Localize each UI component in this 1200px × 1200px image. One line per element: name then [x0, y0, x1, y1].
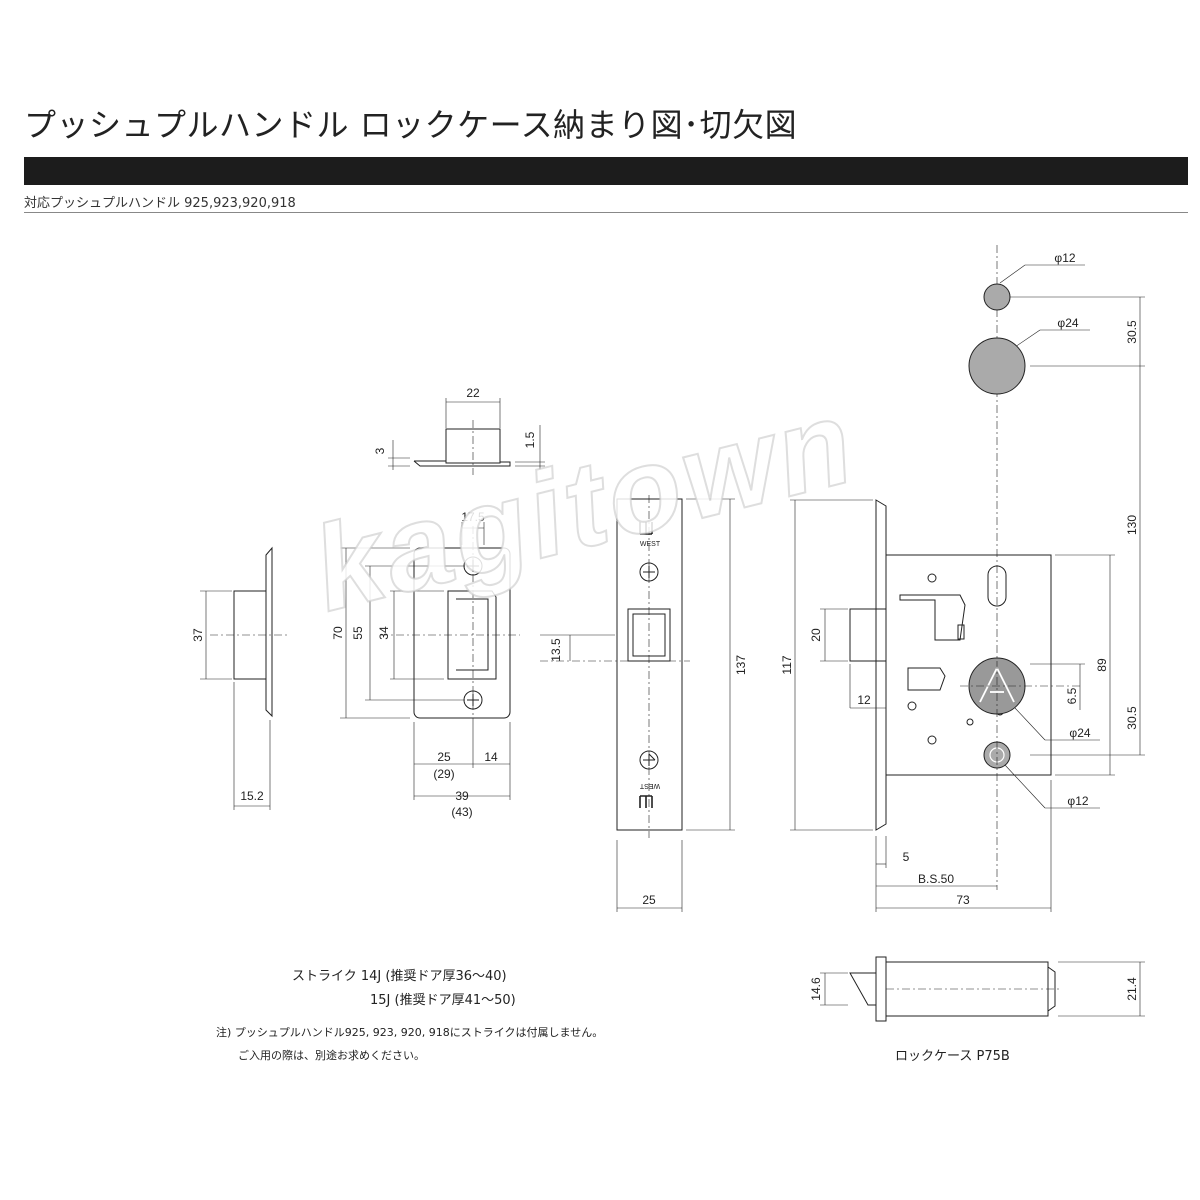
dim-strike-1-5: 1.5 [523, 431, 537, 448]
lockcase-label: ロックケース P75B [895, 1049, 1010, 1064]
dim-strike-3: 3 [373, 447, 387, 454]
dim-case-6-5: 6.5 [1065, 687, 1079, 704]
dim-strike-34: 34 [377, 626, 391, 640]
dim-strike-39: 39 [455, 789, 469, 803]
brand-label-top: WEST [640, 541, 661, 548]
page-title: プッシュプルハンドル ロックケース納まり図･切欠図 [24, 106, 798, 144]
dim-strike-55: 55 [351, 626, 365, 640]
dim-case-130: 130 [1125, 515, 1139, 535]
dim-face-25: 25 [642, 893, 656, 907]
page-subtitle: 対応プッシュプルハンドル 925,923,920,918 [24, 196, 296, 211]
lock-faceplate [540, 495, 735, 912]
dim-case-phi24-top: φ24 [1057, 316, 1078, 330]
footnote-line1: 注) プッシュプルハンドル925, 923, 920, 918にストライクは付属… [216, 1026, 604, 1039]
dim-case-30-5-bot: 30.5 [1125, 706, 1139, 730]
dim-case-phi12-bot: φ12 [1067, 794, 1088, 808]
dim-case-117: 117 [780, 655, 794, 674]
dim-case-89: 89 [1095, 658, 1109, 672]
lockcase-side-view [820, 956, 1145, 1022]
strike-side-view [200, 546, 290, 810]
west-logo-bottom [639, 795, 653, 808]
dim-case-73: 73 [956, 893, 970, 907]
subtitle-rule [24, 212, 1188, 213]
dim-case-phi24-bot: φ24 [1069, 726, 1090, 740]
dim-side-14-6: 14.6 [809, 977, 823, 1001]
strike-front-view [340, 522, 520, 800]
footnote-line2: ご入用の際は、別途お求めください。 [238, 1049, 425, 1062]
dim-strike-15-2: 15.2 [240, 789, 264, 803]
dim-face-137: 137 [734, 655, 748, 675]
dim-strike-25: 25 [437, 750, 451, 764]
west-logo-top [639, 522, 653, 535]
spindle-hole-top-large [968, 337, 1026, 395]
dim-case-20: 20 [809, 628, 823, 642]
lockcase-body [849, 499, 1052, 831]
strike-note-line1: ストライク 14J (推奨ドア厚36～40) [292, 969, 507, 984]
dim-case-phi12-top: φ12 [1054, 251, 1075, 265]
dim-strike-70: 70 [331, 626, 345, 640]
dim-case-bs50: B.S.50 [918, 872, 954, 886]
title-band [24, 157, 1188, 185]
dim-strike-37: 37 [191, 628, 205, 642]
dim-strike-43: (43) [451, 805, 472, 819]
brand-label-bottom: WEST [639, 782, 660, 789]
dim-case-30-5-top: 30.5 [1125, 320, 1139, 344]
spindle-hole-top-small [983, 283, 1011, 311]
strike-top-view [388, 398, 545, 475]
dim-case-5: 5 [903, 850, 910, 864]
strike-note-line2: 15J (推奨ドア厚41～50) [370, 993, 516, 1008]
dim-strike-14: 14 [484, 750, 498, 764]
dim-strike-17-5: 17.5 [461, 510, 485, 524]
dim-strike-22: 22 [466, 386, 480, 400]
dim-side-21-4: 21.4 [1125, 977, 1139, 1001]
dim-face-13-5: 13.5 [549, 638, 563, 662]
dim-case-12: 12 [857, 693, 871, 707]
lockcase-dims [790, 245, 1145, 912]
dim-strike-29: (29) [433, 767, 454, 781]
